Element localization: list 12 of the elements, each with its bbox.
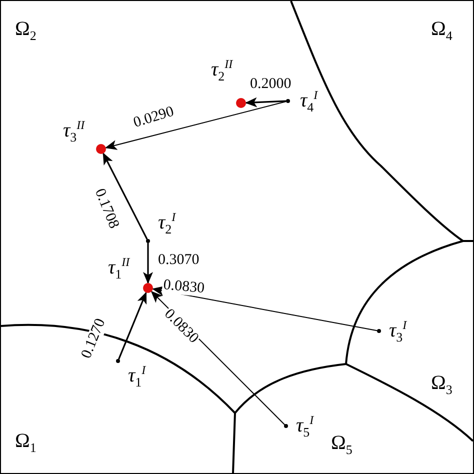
arrow [104, 101, 287, 150]
edge-label: 0.0830 [162, 278, 206, 297]
arrow [245, 97, 286, 108]
arrow [102, 152, 148, 240]
region-label: Ω$_{5}$ [331, 433, 352, 456]
arrow [143, 243, 153, 284]
region-label: Ω$_{4}$ [431, 19, 452, 42]
arrow [118, 292, 147, 360]
region-label: Ω$_{1}$ [15, 431, 36, 454]
region-label: Ω$_{2}$ [15, 19, 36, 42]
region-label: Ω$_{3}$ [431, 373, 452, 396]
arrow [152, 286, 378, 332]
